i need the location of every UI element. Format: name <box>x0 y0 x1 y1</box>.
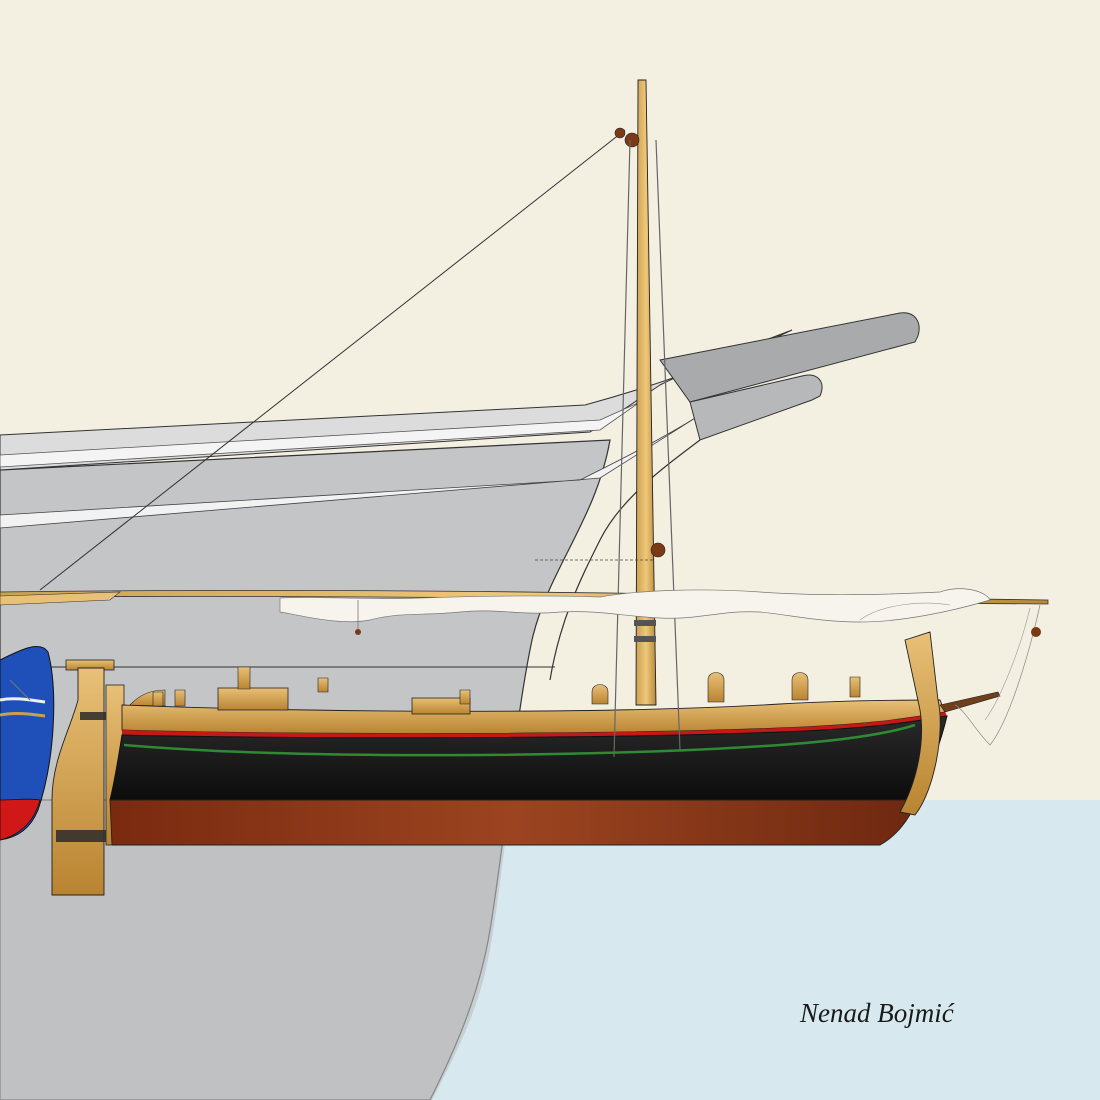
small-blue-boat <box>0 646 55 841</box>
main-boat <box>109 631 1001 846</box>
yard-and-sail <box>0 588 1049 746</box>
mast <box>613 79 681 758</box>
artist-signature: Nenad Bojmić <box>800 998 954 1028</box>
forestay-line <box>39 129 626 591</box>
